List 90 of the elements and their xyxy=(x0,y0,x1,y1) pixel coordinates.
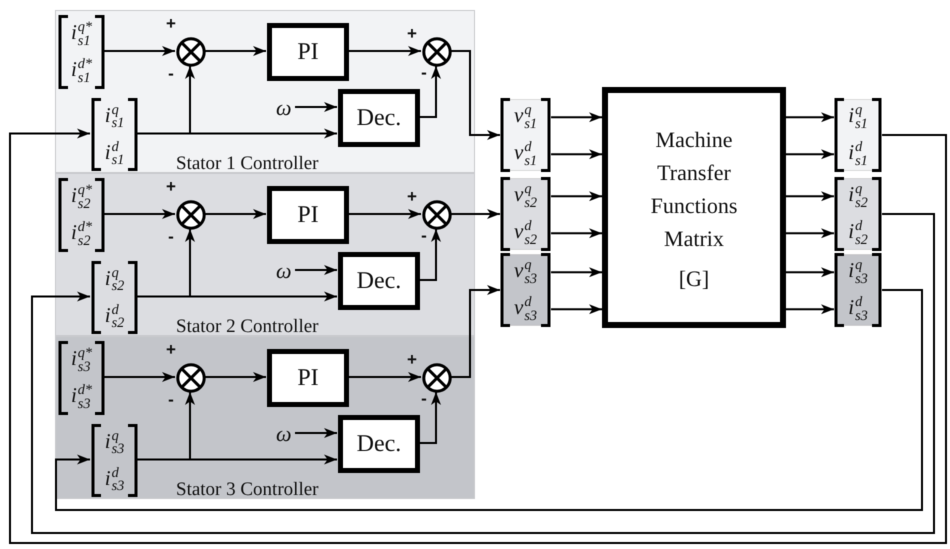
signal-arrow xyxy=(104,209,175,219)
block-label: Dec. xyxy=(356,267,402,295)
vector-bracket xyxy=(58,15,105,89)
controller-panel xyxy=(55,336,475,499)
signal-arrow xyxy=(137,292,337,302)
signal-arrow xyxy=(348,209,421,219)
controller-panel xyxy=(55,173,475,336)
omega-symbol: ω xyxy=(276,260,296,282)
function-block xyxy=(338,252,420,310)
block-label: PI xyxy=(297,38,319,66)
sign-label: + xyxy=(166,179,176,195)
signal-arrow xyxy=(419,66,441,118)
block-label: PI xyxy=(297,364,319,392)
signal-arrow xyxy=(551,304,602,314)
signal-arrow xyxy=(31,213,935,534)
signal-arrow xyxy=(295,265,337,275)
omega-symbol: ω xyxy=(276,97,296,119)
sign-label: - xyxy=(167,66,175,82)
panel-title: Stator 1 Controller xyxy=(176,153,318,175)
block-label: Machine Transfer Functions Matrix xyxy=(650,126,738,252)
vector-bracket xyxy=(91,424,138,497)
sign-label: + xyxy=(166,342,176,358)
signal-arrow xyxy=(348,46,421,56)
sign-label: - xyxy=(167,229,175,245)
sign-label: - xyxy=(420,65,428,81)
signal-arrow xyxy=(419,392,441,444)
sign-label: + xyxy=(407,189,417,205)
signal-arrow xyxy=(451,209,500,219)
function-block xyxy=(338,415,420,473)
signal-arrow xyxy=(137,454,337,464)
signal-arrow xyxy=(104,46,175,56)
signal-arrow xyxy=(551,191,602,202)
sign-label: - xyxy=(167,392,175,408)
summing-junction xyxy=(422,200,452,230)
panel-title: Stator 3 Controller xyxy=(176,479,318,501)
sign-label: + xyxy=(407,352,417,368)
signal-arrow xyxy=(786,191,834,202)
signal-arrow xyxy=(295,102,337,112)
summing-junction xyxy=(176,363,206,393)
signal-arrow xyxy=(205,372,266,382)
panel-title: Stator 2 Controller xyxy=(176,316,318,338)
signal-arrow xyxy=(786,228,834,238)
signal-arrow xyxy=(551,112,602,122)
signal-arrow xyxy=(55,289,923,511)
signal-arrow xyxy=(295,428,337,438)
signal-arrow xyxy=(786,304,834,314)
signal-arrow xyxy=(9,128,947,544)
signal-arrow xyxy=(551,267,602,278)
transfer-matrix-block xyxy=(602,87,786,328)
signal-arrow xyxy=(205,209,266,219)
function-block xyxy=(338,89,420,147)
controller-panel xyxy=(55,10,475,173)
vector-bracket xyxy=(58,178,105,252)
omega-symbol: ω xyxy=(276,423,296,445)
vector-bracket xyxy=(834,253,882,327)
sign-label: + xyxy=(166,16,176,32)
block-label: Dec. xyxy=(356,104,402,132)
vector-bracket xyxy=(500,177,551,251)
signal-arrow xyxy=(551,149,602,160)
signal-arrow xyxy=(137,128,337,138)
signal-arrow xyxy=(451,285,500,378)
signal-arrow xyxy=(786,112,834,122)
sign-label: - xyxy=(420,391,428,407)
signal-arrow xyxy=(786,149,834,160)
vector-bracket xyxy=(58,341,105,415)
vector-bracket xyxy=(91,98,138,171)
signal-arrow xyxy=(551,228,602,238)
block-label: PI xyxy=(297,201,319,229)
vector-bracket xyxy=(834,98,882,172)
function-block xyxy=(267,23,349,81)
vector-bracket xyxy=(500,253,551,327)
vector-bracket xyxy=(91,261,138,334)
block-label: Dec. xyxy=(356,430,402,458)
sign-label: - xyxy=(420,228,428,244)
sign-label: + xyxy=(407,26,417,42)
summing-junction xyxy=(176,37,206,67)
summing-junction xyxy=(422,37,452,67)
function-block xyxy=(267,186,349,244)
signal-arrow xyxy=(348,372,421,382)
vector-bracket xyxy=(834,177,882,251)
signal-arrow xyxy=(451,50,500,140)
signal-arrow xyxy=(786,267,834,278)
matrix-symbol: [G] xyxy=(678,264,710,292)
summing-junction xyxy=(176,200,206,230)
summing-junction xyxy=(422,363,452,393)
signal-arrow xyxy=(205,46,266,56)
signal-arrow xyxy=(419,229,441,281)
vector-bracket xyxy=(500,98,551,172)
function-block xyxy=(267,349,349,407)
signal-arrow xyxy=(104,372,175,382)
